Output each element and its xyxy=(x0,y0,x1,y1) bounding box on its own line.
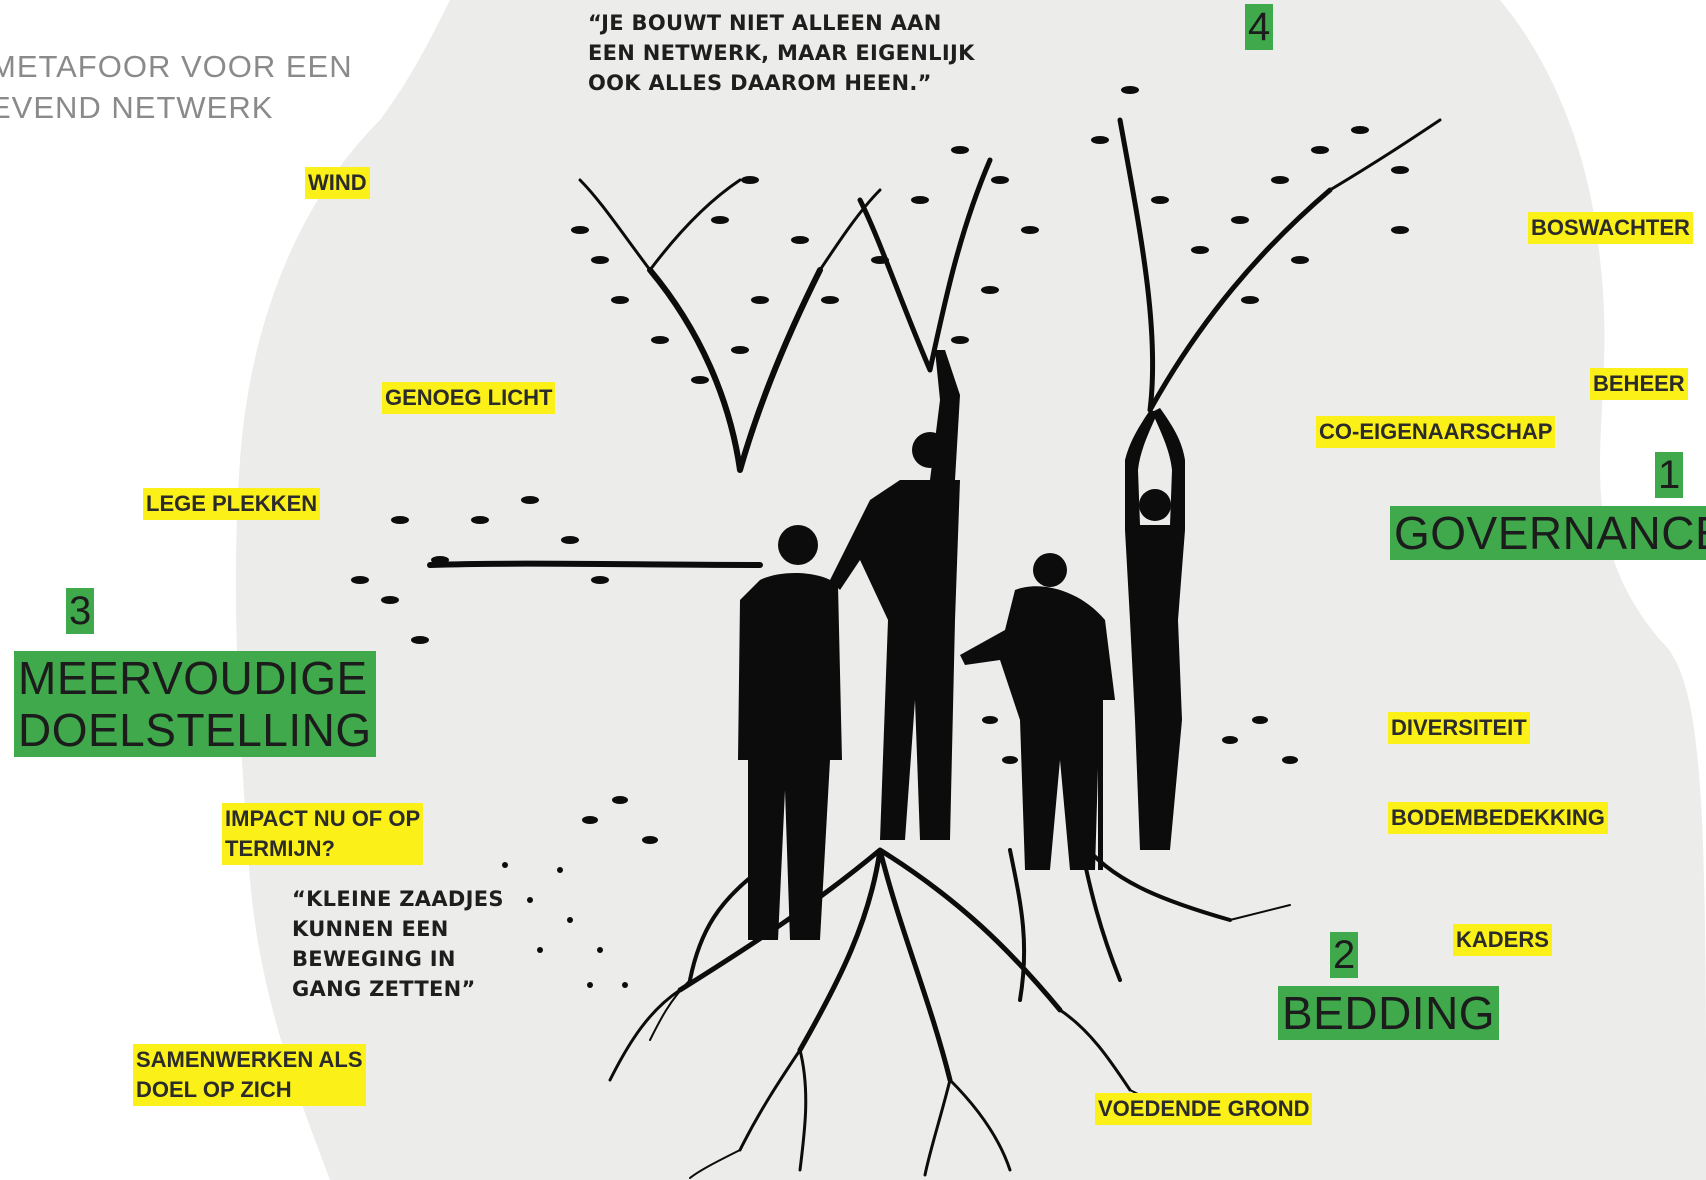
tall-man-icon xyxy=(738,525,842,940)
section-title-meervoudige-doelstelling: MEERVOUDIGE DOELSTELLING xyxy=(14,651,376,757)
quote-bottom: “KLEINE ZAADJES KUNNEN EEN BEWEGING IN G… xyxy=(292,884,504,1004)
silhouettes xyxy=(738,350,1185,940)
quote-top-line-2: EEN NETWERK, MAAR EIGENLIJK xyxy=(588,41,975,65)
leaves xyxy=(351,86,1409,988)
tag-impact-line-1: IMPACT NU OF OP xyxy=(225,806,421,831)
tag-wind: WIND xyxy=(305,167,370,199)
tag-samenwerken-line-2: DOEL OP ZICH xyxy=(136,1077,292,1102)
tag-lege-plekken: LEGE PLEKKEN xyxy=(143,488,321,520)
section-number-1: 1 xyxy=(1655,452,1684,498)
section-number-4: 4 xyxy=(1245,4,1274,50)
woman-arms-up-icon xyxy=(1125,408,1185,850)
tag-co-eigenaarschap: CO-EIGENAARSCHAP xyxy=(1316,416,1556,448)
quote-top-line-3: OOK ALLES DAAROM HEEN.” xyxy=(588,71,932,95)
elderly-person-with-cane-icon xyxy=(960,553,1115,870)
tag-beheer: BEHEER xyxy=(1590,368,1688,400)
tag-voedende-grond: VOEDENDE GROND xyxy=(1095,1093,1313,1125)
quote-bottom-line-3: BEWEGING IN xyxy=(292,947,456,971)
quote-bottom-line-4: GANG ZETTEN” xyxy=(292,977,476,1001)
tag-impact-line-2: TERMIJN? xyxy=(225,836,335,861)
intro-text: METAFOOR VOOR EEN EVEND NETWERK xyxy=(0,46,353,128)
section-number-2: 2 xyxy=(1330,932,1359,978)
section-title-line-1: MEERVOUDIGE xyxy=(18,652,368,704)
quote-bottom-line-2: KUNNEN EEN xyxy=(292,917,449,941)
tag-samenwerken-line-1: SAMENWERKEN ALS xyxy=(136,1047,363,1072)
tag-bodembedekking: BODEMBEDEKKING xyxy=(1388,802,1608,834)
grey-background-blob xyxy=(235,0,1706,1180)
quote-top-line-1: “JE BOUWT NIET ALLEEN AAN xyxy=(588,11,942,35)
tag-genoeg-licht: GENOEG LICHT xyxy=(382,382,556,414)
section-title-bedding: BEDDING xyxy=(1278,986,1500,1040)
branches xyxy=(427,117,1442,568)
section-title-governance: GOVERNANCE xyxy=(1390,506,1706,560)
tag-impact: IMPACT NU OF OP TERMIJN? xyxy=(222,803,424,865)
tag-kaders: KADERS xyxy=(1453,924,1552,956)
tag-boswachter: BOSWACHTER xyxy=(1528,212,1693,244)
quote-top: “JE BOUWT NIET ALLEEN AAN EEN NETWERK, M… xyxy=(588,8,975,98)
intro-line-1: METAFOOR VOOR EEN xyxy=(0,49,353,84)
intro-line-2: EVEND NETWERK xyxy=(0,90,274,125)
tag-diversiteit: DIVERSITEIT xyxy=(1388,712,1530,744)
roots xyxy=(608,838,1291,1179)
raising-arm-person-icon xyxy=(830,350,960,840)
quote-bottom-line-1: “KLEINE ZAADJES xyxy=(292,887,504,911)
section-number-3: 3 xyxy=(66,588,95,634)
tag-samenwerken: SAMENWERKEN ALS DOEL OP ZICH xyxy=(133,1044,366,1106)
section-title-line-2: DOELSTELLING xyxy=(18,704,372,756)
